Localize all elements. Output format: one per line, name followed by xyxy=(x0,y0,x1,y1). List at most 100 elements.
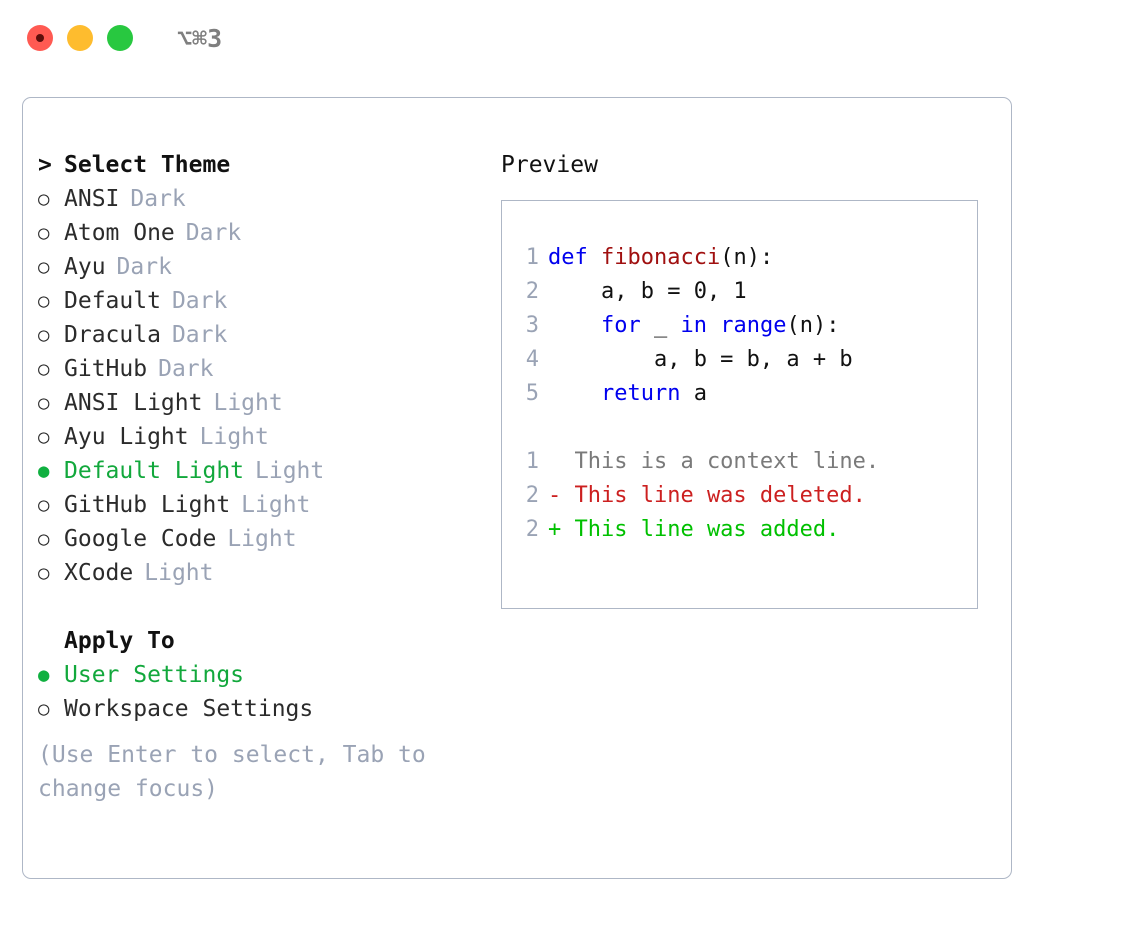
apply-to-item[interactable]: ●User Settings xyxy=(38,658,468,692)
theme-category-label: Light xyxy=(213,390,283,416)
theme-category-label: Light xyxy=(255,458,325,484)
apply-to-label: User Settings xyxy=(64,662,245,688)
theme-category-label: Light xyxy=(227,526,297,552)
theme-category-label: Dark xyxy=(171,288,228,314)
code-token: def xyxy=(548,245,601,270)
apply-to-label: Workspace Settings xyxy=(64,696,314,722)
diff-line-text: - This line was deleted. xyxy=(548,483,866,508)
preview-title: Preview xyxy=(501,152,598,178)
diff-line-number: 1 xyxy=(525,449,539,474)
code-line-content: def fibonacci(n): xyxy=(548,241,773,275)
code-line-number: 2 xyxy=(525,279,539,304)
theme-list-item[interactable]: ○ XCode Light xyxy=(38,556,468,590)
theme-name-label: Ayu Light xyxy=(64,424,189,450)
apply-to-header: Apply To xyxy=(38,624,468,658)
code-line: 4 a, b = b, a + b xyxy=(502,343,977,377)
theme-category-label: Light xyxy=(144,560,214,586)
select-theme-header: > Select Theme xyxy=(38,148,468,182)
radio-unselected-icon: ○ xyxy=(38,256,50,278)
code-token xyxy=(707,313,720,338)
code-token: (n): xyxy=(786,313,840,338)
theme-category-label: Dark xyxy=(185,220,242,246)
radio-unselected-icon: ○ xyxy=(38,222,50,244)
apply-to-item[interactable]: ○ Workspace Settings xyxy=(38,692,468,726)
keyboard-shortcut-label: ⌥⌘3 xyxy=(177,23,223,53)
radio-unselected-icon: ○ xyxy=(38,698,50,720)
code-token: a xyxy=(680,381,707,406)
radio-unselected-icon: ○ xyxy=(38,188,50,210)
radio-unselected-icon: ○ xyxy=(38,528,50,550)
theme-name-label: Default Light xyxy=(64,458,245,484)
code-line-number: 5 xyxy=(525,381,539,406)
theme-category-label: Light xyxy=(241,492,311,518)
code-line-content: a, b = b, a + b xyxy=(548,343,853,377)
code-line-content: a, b = 0, 1 xyxy=(548,275,747,309)
window-titlebar: ⌥⌘3 xyxy=(0,0,1140,76)
diff-line-number: 2 xyxy=(525,517,539,542)
radio-unselected-icon: ○ xyxy=(38,426,50,448)
radio-unselected-icon: ○ xyxy=(38,290,50,312)
theme-list-item[interactable]: ○ Default Dark xyxy=(38,284,468,318)
theme-name-label: Google Code xyxy=(64,526,217,552)
radio-unselected-icon: ○ xyxy=(38,562,50,584)
theme-name-label: Dracula xyxy=(64,322,161,348)
theme-list-item[interactable]: ○ Google Code Light xyxy=(38,522,468,556)
select-theme-title: Select Theme xyxy=(64,152,231,178)
code-token: for xyxy=(600,313,641,338)
radio-unselected-icon: ○ xyxy=(38,324,50,346)
theme-name-label: Ayu xyxy=(64,254,106,280)
code-line: 2 a, b = 0, 1 xyxy=(502,275,977,309)
code-token: range xyxy=(720,313,787,338)
code-token: _ xyxy=(640,313,681,338)
code-line-content: return a xyxy=(548,377,707,411)
code-line-number: 3 xyxy=(525,313,539,338)
window-controls xyxy=(27,25,133,51)
radio-unselected-icon: ○ xyxy=(38,358,50,380)
close-button[interactable] xyxy=(27,25,53,51)
radio-unselected-icon: ○ xyxy=(38,392,50,414)
theme-name-label: Atom One xyxy=(64,220,175,246)
code-line: 1 def fibonacci(n): xyxy=(502,241,977,275)
code-token: a, b = b, a + b xyxy=(548,347,853,372)
diff-line-number: 2 xyxy=(525,483,539,508)
diff-line: 1 This is a context line. xyxy=(502,445,977,479)
theme-category-label: Dark xyxy=(130,186,186,212)
code-diff-gap xyxy=(502,411,977,445)
code-line: 3 for _ in range(n): xyxy=(502,309,977,343)
code-token: in xyxy=(680,313,707,338)
zoom-button[interactable] xyxy=(107,25,133,51)
theme-list-item[interactable]: ○ Atom One Dark xyxy=(38,216,468,250)
theme-name-label: GitHub xyxy=(64,356,148,382)
code-token xyxy=(548,313,601,338)
help-text: (Use Enter to select, Tab to change focu… xyxy=(38,742,426,802)
theme-list-item[interactable]: ○ GitHub Light Light xyxy=(38,488,468,522)
minimize-button[interactable] xyxy=(67,25,93,51)
theme-category-label: Light xyxy=(199,424,269,450)
apply-to-title: Apply To xyxy=(64,628,175,654)
code-token xyxy=(548,381,601,406)
caret-icon: > xyxy=(38,152,52,178)
theme-name-label: XCode xyxy=(64,560,134,586)
theme-name-label: GitHub Light xyxy=(64,492,231,518)
radio-unselected-icon: ○ xyxy=(38,494,50,516)
diff-line: 2 - This line was deleted. xyxy=(502,479,977,513)
theme-list-item[interactable]: ○ Ayu Light Light xyxy=(38,420,468,454)
theme-name-label: Default xyxy=(64,288,161,314)
code-line-number: 1 xyxy=(525,245,539,270)
code-line-number: 4 xyxy=(525,347,539,372)
code-token: fibonacci xyxy=(600,245,721,270)
code-line: 5 return a xyxy=(502,377,977,411)
list-spacer xyxy=(38,590,468,624)
